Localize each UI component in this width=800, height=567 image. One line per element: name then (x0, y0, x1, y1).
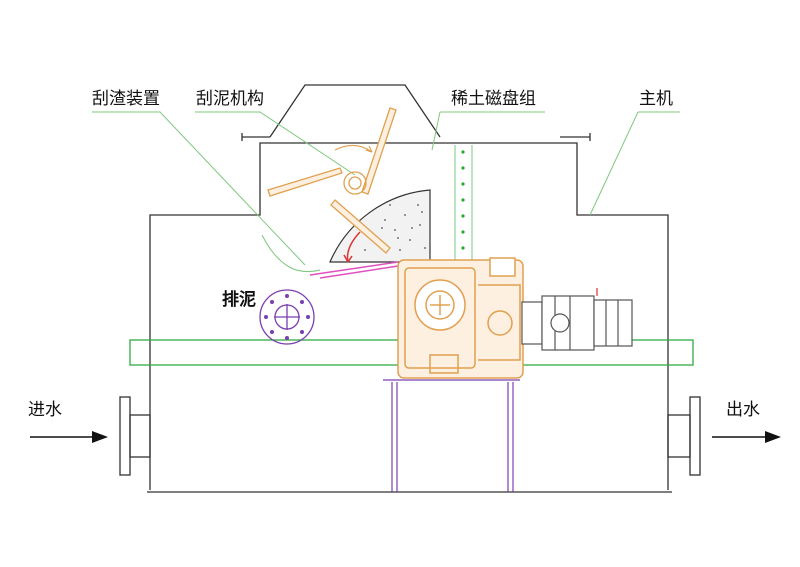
flow-arrows (30, 431, 781, 443)
scraper-plates (267, 107, 397, 254)
label-water-outlet: 出水 (726, 400, 760, 420)
top-hood (269, 84, 441, 138)
label-slag-scraper: 刮渣装置 (92, 89, 160, 109)
inlet-pipe (119, 396, 151, 476)
magnetic-disc (329, 189, 431, 263)
rotation-arrows (334, 144, 373, 263)
support-frame (383, 379, 520, 492)
pink-scraper (309, 261, 399, 279)
magnet-column (454, 145, 473, 262)
outlet-pipe (667, 396, 701, 476)
gearbox (397, 257, 524, 379)
leader-lines (92, 111, 680, 273)
sludge-flange (259, 289, 315, 345)
tank-body (147, 133, 672, 493)
label-magnetic-disc-group: 稀土磁盘组 (451, 89, 536, 109)
label-main-unit: 主机 (639, 89, 673, 109)
label-sludge-discharge: 排泥 (222, 290, 256, 310)
motor (521, 288, 633, 351)
label-mud-scraper: 刮泥机构 (196, 89, 264, 109)
label-water-inlet: 进水 (28, 400, 62, 420)
